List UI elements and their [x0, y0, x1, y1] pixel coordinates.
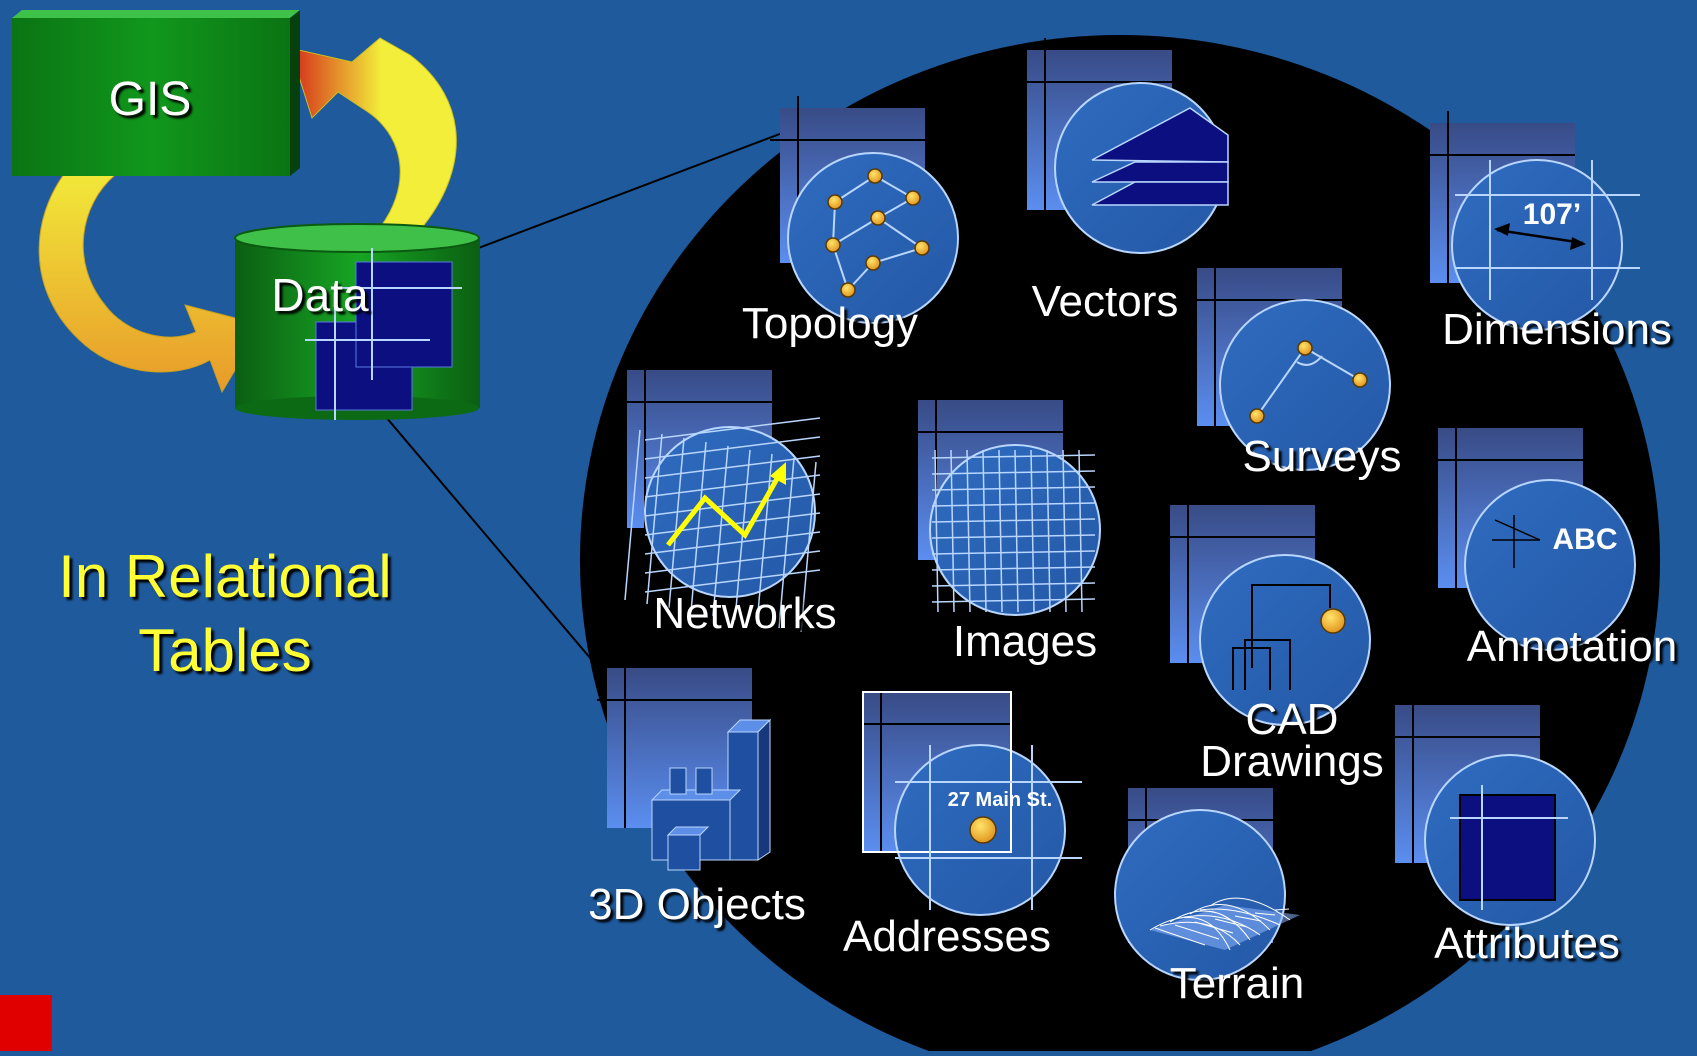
label-addresses: Addresses [843, 912, 1051, 961]
connector-line-bottom [379, 409, 603, 673]
caption-line-2: Tables [138, 617, 312, 684]
survey-traverse-icon [1187, 256, 1391, 471]
dimension-measure-icon [1420, 111, 1640, 331]
label-attributes: Attributes [1434, 919, 1620, 968]
label-annotation: Annotation [1466, 622, 1678, 671]
arrow-data-to-gis-icon [289, 37, 457, 231]
caption-line-1: In Relational [58, 543, 392, 610]
topology-graph-icon [770, 96, 959, 324]
label-images: Images [952, 617, 1098, 666]
annotation-icon-text: ABC [1552, 523, 1618, 556]
network-grid-icon [617, 358, 821, 633]
attribute-table-icon [1385, 693, 1596, 926]
label-objects3d: 3D Objects [588, 880, 806, 929]
data-store-label: Data [271, 269, 369, 321]
stacked-vectors-icon [1017, 38, 1229, 254]
3d-buildings-icon [597, 656, 772, 871]
label-cad-line2: Drawings [1200, 737, 1384, 786]
label-cad: CAD [1245, 695, 1339, 744]
caption-text: In Relational Tables [15, 540, 435, 688]
gis-box [12, 10, 300, 176]
raster-image-icon [908, 388, 1101, 616]
terrain-mesh-icon [1114, 776, 1300, 981]
connector-line-top [459, 131, 786, 256]
gis-box-label: GIS [108, 73, 192, 126]
label-vectors: Vectors [1031, 277, 1179, 326]
address-point-icon [853, 680, 1082, 916]
label-networks: Networks [653, 589, 837, 638]
label-topology: Topology [741, 299, 919, 348]
dimensions-icon-text: 107’ [1522, 198, 1582, 231]
arrow-gis-to-data-icon [38, 157, 263, 394]
cad-drawing-icon [1160, 493, 1371, 726]
addresses-icon-text: 27 Main St. [947, 789, 1053, 811]
data-cylinder-icon [234, 223, 480, 420]
annotation-icon [1428, 416, 1636, 651]
label-dimensions: Dimensions [1442, 305, 1672, 354]
label-surveys: Surveys [1242, 432, 1402, 481]
label-terrain: Terrain [1169, 959, 1305, 1008]
red-corner-block [0, 995, 52, 1051]
